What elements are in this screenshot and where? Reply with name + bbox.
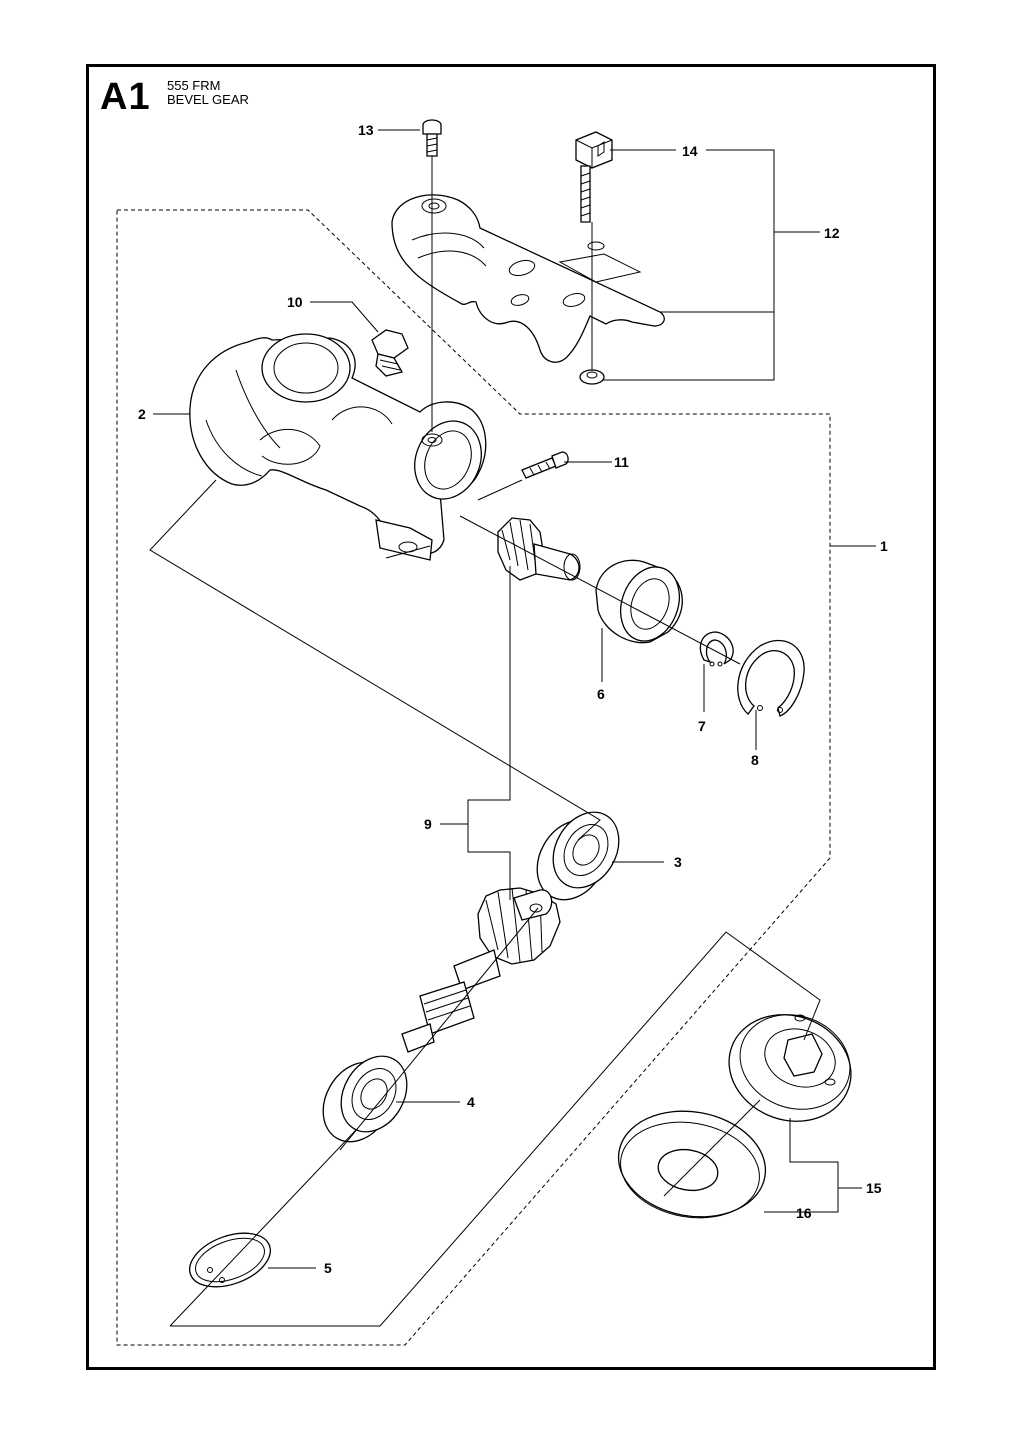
callout-3: 3 — [674, 854, 682, 870]
callout-6: 6 — [597, 686, 605, 702]
small-retaining-ring-part — [699, 631, 734, 667]
callout-11: 11 — [614, 454, 629, 470]
plug-screw-part — [371, 329, 409, 377]
support-cup-part — [728, 1014, 852, 1122]
kit-boundary — [116, 209, 831, 1346]
top-screw-part — [422, 119, 442, 157]
diagram-title: BEVEL GEAR — [167, 92, 249, 107]
lower-retaining-ring-part — [189, 1232, 271, 1288]
spacer-washer-part — [617, 1110, 767, 1219]
bevel-pinion-part — [497, 517, 581, 581]
callout-12: 12 — [824, 225, 840, 241]
callout-9: 9 — [424, 816, 432, 832]
callout-4: 4 — [467, 1094, 475, 1110]
diagram-frame — [86, 64, 936, 1370]
clamp-screw-part — [575, 131, 613, 223]
callout-2: 2 — [138, 406, 146, 422]
callout-10: 10 — [287, 294, 303, 310]
callout-13: 13 — [358, 122, 374, 138]
section-code: A1 — [100, 76, 151, 118]
cover-washer-part — [579, 369, 605, 385]
callout-numbers: 13 14 12 10 2 11 1 6 7 8 9 3 4 15 16 5 — [138, 122, 888, 1276]
callout-16: 16 — [796, 1205, 812, 1221]
title-block: 555 FRM BEVEL GEAR — [167, 79, 249, 107]
leader-lines — [149, 129, 876, 1327]
side-screw-part — [521, 451, 569, 479]
bevel-gear-shaft-part — [401, 887, 561, 1053]
large-retaining-ring-part — [737, 639, 805, 717]
clamp-cover-part — [391, 194, 665, 363]
ball-bearing-upper-part — [536, 811, 620, 901]
callout-8: 8 — [751, 752, 759, 768]
ball-bearing-lower-part — [322, 1055, 408, 1143]
callout-14: 14 — [682, 143, 698, 159]
needle-bearing-part — [595, 559, 683, 644]
callout-7: 7 — [698, 718, 706, 734]
model-name: 555 FRM — [167, 78, 221, 93]
callout-1: 1 — [880, 538, 888, 554]
callout-15: 15 — [866, 1180, 882, 1196]
callout-5: 5 — [324, 1260, 332, 1276]
gear-housing-part — [189, 333, 487, 561]
